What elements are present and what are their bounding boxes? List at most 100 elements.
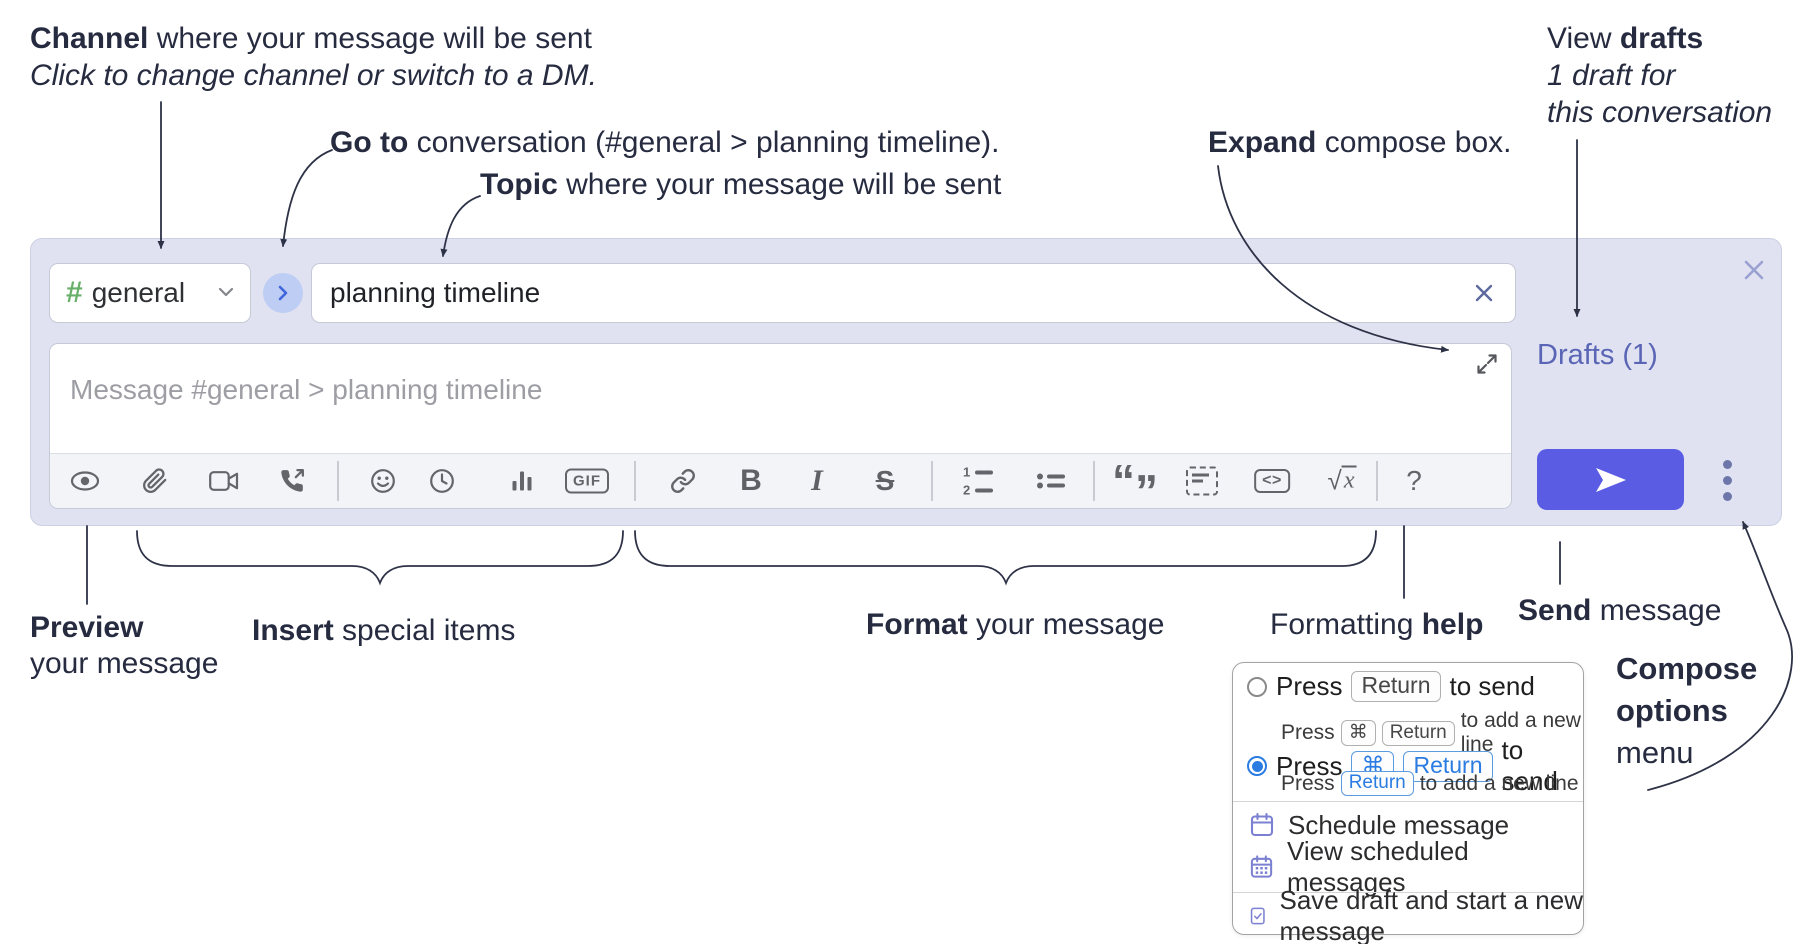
voice-call-icon[interactable]: [279, 468, 305, 494]
save-draft-label: Save draft and start a new message: [1279, 885, 1584, 944]
calendar-icon: [1250, 812, 1274, 837]
help-icon[interactable]: ?: [1406, 465, 1422, 496]
opt2-suffix: to send: [1501, 735, 1558, 796]
return-keycap-blue: Return: [1340, 771, 1414, 796]
expand-compose-button[interactable]: [1475, 352, 1499, 381]
quote-open: “: [1112, 455, 1135, 507]
compose-toolbar: GIF B I S 1 2: [50, 453, 1511, 508]
opt1-press: Press: [1276, 671, 1343, 701]
insert-annotation-bold: Insert: [252, 614, 334, 647]
format-annotation-rest: your message: [967, 608, 1165, 641]
goto-annotation: Go to conversation (#general > planning …: [330, 124, 1000, 161]
channel-annotation-sub: Click to change channel or switch to a D…: [30, 59, 597, 92]
schedule-message-item[interactable]: Schedule message: [1249, 804, 1509, 846]
toolbar-divider: [634, 461, 636, 501]
formatting-help-pre: Formatting: [1270, 608, 1422, 641]
channel-selector[interactable]: # general: [49, 263, 251, 323]
view-drafts-annotation: View drafts 1 draft for this conversatio…: [1547, 20, 1772, 131]
emoji-icon[interactable]: [370, 468, 396, 494]
toolbar-divider: [337, 461, 339, 501]
opt1-sub-suffix: to add a new line: [1460, 709, 1581, 756]
expand-annotation-bold: Expand: [1208, 126, 1317, 159]
send-option-return-sub: Press ⌘ Return to add a new line: [1281, 709, 1583, 757]
attach-file-icon[interactable]: [142, 468, 168, 494]
topic-value: planning timeline: [330, 277, 541, 308]
send-option-return[interactable]: Press Return to send: [1247, 671, 1535, 702]
topic-input[interactable]: planning timeline: [311, 263, 1516, 323]
go-to-conversation-button[interactable]: [263, 273, 303, 313]
toolbar-divider: [931, 461, 933, 501]
spoiler-icon[interactable]: [1186, 466, 1218, 496]
goto-annotation-bold: Go to: [330, 126, 409, 159]
toolbar-divider: [1376, 461, 1378, 501]
numbered-list-icon[interactable]: 1 2: [963, 462, 993, 501]
send-button[interactable]: [1537, 449, 1684, 510]
channel-annotation: Channel where your message will be sent …: [30, 20, 597, 94]
send-option-cmd-return-sub: Press Return to add a new line: [1281, 771, 1579, 796]
preview-icon[interactable]: [70, 471, 100, 491]
ol-num-1: 1: [963, 464, 971, 480]
formatting-help-bold: help: [1421, 608, 1484, 641]
close-icon: [1744, 260, 1764, 280]
bold-icon[interactable]: B: [740, 464, 762, 497]
schedule-message-label: Schedule message: [1288, 809, 1510, 840]
send-annotation: Send message: [1518, 592, 1721, 629]
return-keycap: Return: [1351, 671, 1441, 702]
chevron-right-icon: [278, 285, 288, 301]
message-input[interactable]: Message #general > planning timeline: [70, 374, 543, 405]
compose-panel: # general planning timeline Message #gen…: [30, 238, 1782, 526]
format-annotation-bold: Format: [866, 608, 968, 641]
gif-icon[interactable]: GIF: [565, 468, 609, 494]
close-compose-button[interactable]: [1731, 247, 1777, 293]
link-icon[interactable]: [670, 468, 696, 494]
radio-selected-icon[interactable]: [1247, 756, 1267, 776]
compose-options-annotation: Compose options menu: [1616, 648, 1757, 774]
format-annotation: Format your message: [866, 606, 1164, 643]
dot-icon: [1722, 475, 1732, 485]
return-keycap-blue: Return: [1403, 750, 1493, 782]
expand-icon: [1477, 354, 1497, 374]
dot-icon: [1722, 491, 1732, 501]
channel-hash-icon: #: [66, 276, 83, 309]
ol-num-2: 2: [963, 482, 971, 498]
opt1-sub-press: Press: [1281, 721, 1335, 744]
chevron-down-icon: [218, 284, 234, 302]
strikethrough-icon[interactable]: S: [875, 465, 895, 496]
italic-icon[interactable]: I: [811, 464, 823, 497]
cmd-keycap: ⌘: [1340, 720, 1376, 746]
insert-annotation: Insert special items: [252, 612, 515, 649]
expand-annotation-rest: compose box.: [1316, 126, 1512, 159]
view-scheduled-messages-item[interactable]: View scheduled messages: [1249, 836, 1583, 897]
bulleted-list-icon[interactable]: [1037, 471, 1065, 492]
view-drafts-line3: this conversation: [1547, 96, 1773, 129]
poll-icon[interactable]: [510, 469, 534, 493]
topic-annotation-rest: where your message will be sent: [557, 168, 1002, 201]
code-label: <>: [1254, 469, 1290, 493]
view-drafts-line2: 1 draft for: [1547, 59, 1676, 92]
close-icon: [1475, 284, 1493, 302]
video-call-icon[interactable]: [209, 471, 239, 491]
math-icon[interactable]: √x: [1328, 465, 1357, 497]
draft-check-icon: [1250, 907, 1265, 925]
save-draft-item[interactable]: Save draft and start a new message: [1249, 885, 1583, 944]
send-annotation-bold: Send: [1518, 594, 1592, 627]
topic-clear-button[interactable]: [1471, 280, 1497, 306]
drafts-link[interactable]: Drafts (1): [1537, 339, 1658, 371]
compose-options-button[interactable]: [1701, 451, 1753, 509]
compose-options-menu: Press Return to send Press ⌘ Return to a…: [1232, 662, 1584, 944]
channel-annotation-bold: Channel: [30, 22, 149, 55]
expand-annotation: Expand compose box.: [1208, 124, 1511, 161]
format-brace: [634, 530, 1377, 586]
gif-label: GIF: [565, 468, 609, 494]
formatting-help-annotation: Formatting help: [1270, 606, 1483, 643]
preview-annotation: Preview your message: [30, 610, 218, 682]
send-option-cmd-return[interactable]: Press ⌘ Return to send: [1247, 735, 1583, 797]
code-icon[interactable]: <>: [1254, 469, 1290, 493]
send-annotation-rest: message: [1591, 594, 1722, 627]
radio-unselected-icon[interactable]: [1247, 676, 1267, 697]
quote-icon[interactable]: “”: [1112, 455, 1158, 508]
preview-annotation-bold: Preview: [30, 611, 144, 644]
quote-close: ”: [1135, 465, 1158, 509]
time-icon[interactable]: [429, 468, 455, 494]
insert-brace: [136, 530, 624, 586]
